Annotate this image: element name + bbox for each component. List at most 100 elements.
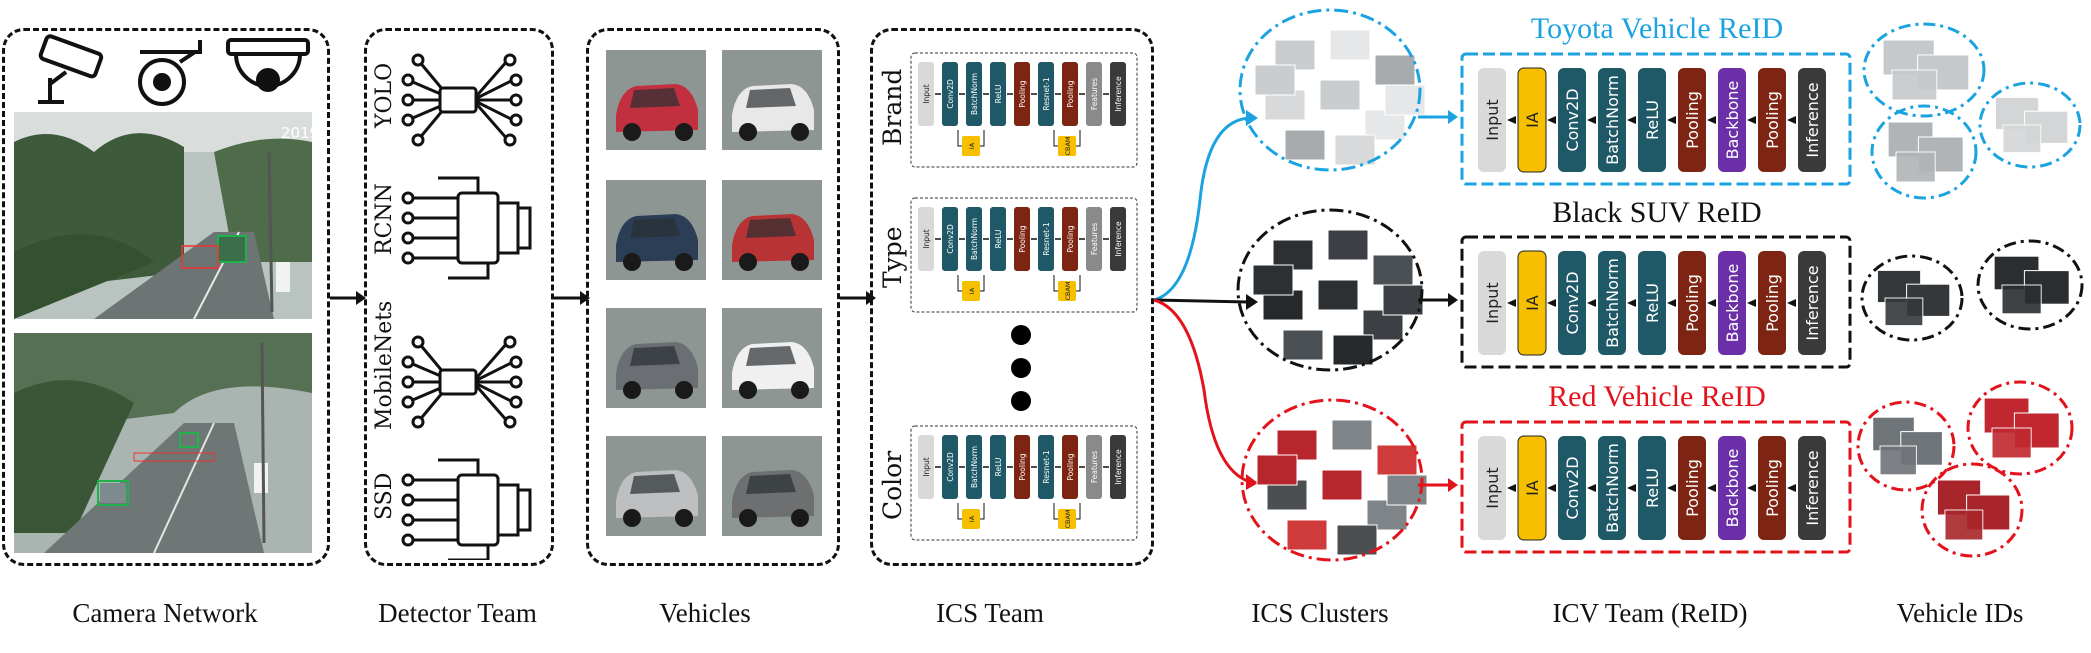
ics-mini-sub-label: CBAM: [1064, 509, 1072, 528]
reid-block: [1638, 436, 1666, 540]
reid-arrow: [1667, 484, 1676, 492]
arrow-cluster-to-reid: [1418, 478, 1458, 492]
cluster-thumbnail: [1256, 454, 1298, 486]
reid-arrow: [1747, 299, 1756, 307]
reid-arrow: [1627, 299, 1636, 307]
vehicle-photo: [722, 180, 822, 280]
reid-block-label: BatchNorm: [1603, 75, 1622, 165]
reid-block: [1558, 251, 1586, 355]
ics-mini-block-label: ReLU: [994, 85, 1003, 104]
reid-block-label: IA: [1523, 112, 1542, 128]
reid-arrow: [1587, 484, 1596, 492]
reid-arrow: [1707, 299, 1716, 307]
cluster-thumbnail: [1282, 329, 1324, 361]
vehicle-id-thumbnail: [1891, 69, 1938, 101]
ics-mini-skip-line: [957, 275, 985, 292]
ics-mini-block: [918, 435, 934, 499]
ics-mini-block-label: Features: [1090, 223, 1099, 255]
cluster-boundary: [1236, 208, 1424, 372]
ics-row-label-type: Type: [878, 226, 907, 288]
reid-block-label: Pooling: [1683, 91, 1702, 149]
ics-cluster: [1238, 8, 1425, 172]
detector-label-yolo: YOLO: [372, 62, 397, 128]
vehicle-id-thumbnail: [1991, 427, 2032, 459]
ics-mini-block-label: Inference: [1114, 449, 1123, 485]
ics-mini-block-label: Pooling: [1018, 453, 1027, 480]
ics-mini-block-label: Input: [922, 229, 931, 248]
reid-block: [1678, 251, 1706, 355]
ics-mini-block-label: BatchNorm: [970, 73, 979, 115]
caption-ics-team: ICS Team: [936, 598, 1044, 628]
ics-mini-block: [1014, 62, 1030, 126]
ics-mini-block-label: Features: [1090, 78, 1099, 110]
reid-block-label: ReLU: [1643, 468, 1662, 508]
vehicle-id-thumbnail: [1884, 297, 1924, 327]
ics-mini-block: [942, 435, 958, 499]
reid-block-label: ReLU: [1643, 100, 1662, 140]
ics-mini-block: [1086, 435, 1102, 499]
vehicles-panel: [586, 28, 840, 566]
ics-mini-block-label: ReLU: [994, 458, 1003, 477]
vehicle-photo: [606, 436, 706, 536]
reid-arrow: [1747, 484, 1756, 492]
ics-mini-block: [942, 62, 958, 126]
ics-mini-sub-block: [962, 136, 980, 156]
vehicle-id-thumbnail: [2002, 124, 2042, 154]
reid-block-label: Conv2D: [1563, 456, 1582, 519]
reid-block-label: ReLU: [1643, 283, 1662, 323]
reid-block-label: Input: [1483, 282, 1502, 323]
reid-block: [1598, 68, 1626, 172]
camera-network-panel: [2, 28, 330, 566]
ics-mini-block-label: Inference: [1114, 76, 1123, 112]
reid-block: [1558, 68, 1586, 172]
reid-block-label: Inference: [1803, 265, 1822, 340]
reid-arrow: [1587, 299, 1596, 307]
reid-block-label: Pooling: [1763, 274, 1782, 332]
reid-block-label: BatchNorm: [1603, 443, 1622, 533]
ics-mini-sub-block: [1058, 509, 1076, 529]
ics-mini-block: [942, 207, 958, 271]
vehicle-id-group: [1860, 254, 1964, 342]
cluster-thumbnail: [1252, 264, 1294, 296]
reid-arrow: [1507, 484, 1516, 492]
ics-mini-block-label: Conv2D: [946, 79, 955, 109]
vehicle-id-group: [1862, 22, 1986, 118]
ics-mini-block: [990, 62, 1006, 126]
reid-block: [1758, 436, 1786, 540]
reid-block-label: Backbone: [1723, 81, 1742, 160]
ics-mini-block-label: Pooling: [1018, 80, 1027, 107]
reid-arrow: [1707, 116, 1716, 124]
reid-block: [1598, 436, 1626, 540]
vehicle-id-boundary: [1966, 380, 2074, 476]
ics-mini-block: [966, 435, 982, 499]
ics-mini-skip-line: [1053, 503, 1081, 520]
cluster-thumbnail: [1332, 334, 1374, 366]
ics-mini-block-label: Input: [922, 457, 931, 476]
reid-title: Black SUV ReID: [1552, 196, 1762, 229]
reid-arrow: [1787, 299, 1796, 307]
ics-mini-sub-block: [1058, 136, 1076, 156]
ics-mini-sub-label: CBAM: [1064, 136, 1072, 155]
vehicle-id-group: [1978, 81, 2082, 169]
ics-mini-skip-line: [1053, 130, 1081, 147]
cluster-thumbnail: [1376, 444, 1418, 476]
reid-title: Toyota Vehicle ReID: [1530, 12, 1784, 45]
vehicle-id-boundary: [1870, 104, 1978, 200]
vehicle-id-thumbnail: [1944, 509, 1984, 541]
cluster-thumbnail: [1372, 254, 1414, 286]
cluster-thumbnail: [1336, 524, 1378, 556]
ics-mini-block-label: Resnet-1: [1042, 77, 1051, 110]
vehicle-photo: [722, 50, 822, 150]
reid-block: [1478, 68, 1506, 172]
ellipsis-dot: [1011, 358, 1031, 378]
ics-cluster: [1236, 208, 1424, 372]
ics-mini-block-label: BatchNorm: [970, 446, 979, 488]
reid-block: [1678, 436, 1706, 540]
reid-arrow: [1507, 116, 1516, 124]
caption-ics-clusters: ICS Clusters: [1251, 598, 1389, 628]
reid-block: [1798, 68, 1826, 172]
reid-block: [1478, 251, 1506, 355]
reid-block-label: IA: [1523, 480, 1542, 496]
